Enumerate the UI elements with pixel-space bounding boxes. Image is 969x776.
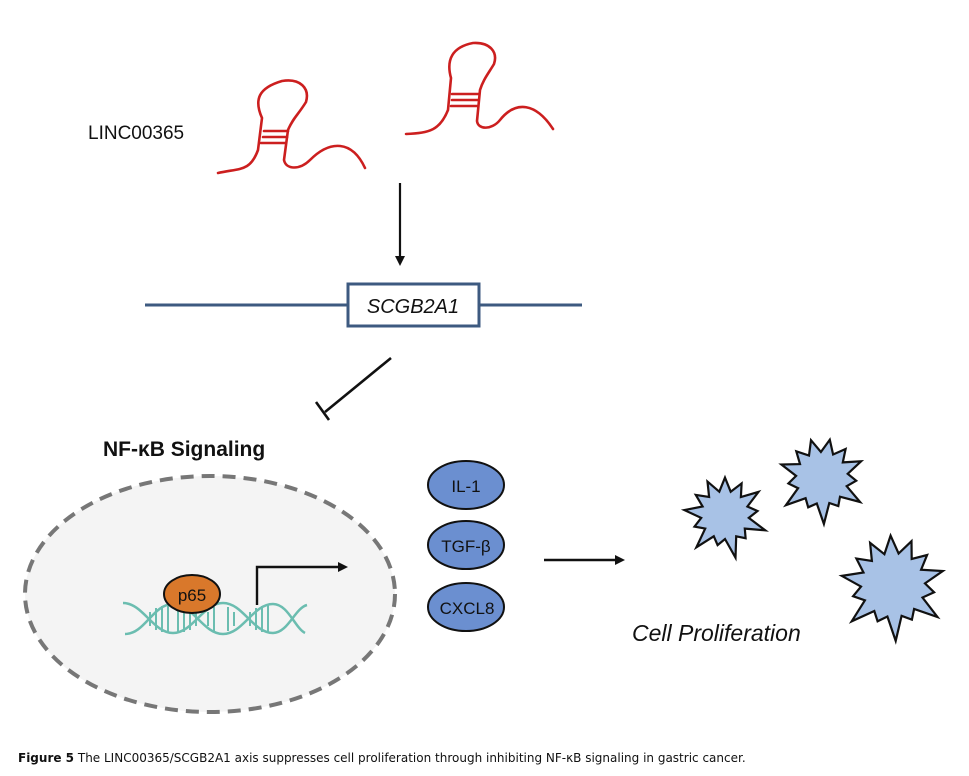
proliferating-cell-icon: [778, 437, 865, 528]
cytokine-tgfb: TGF-β: [427, 520, 505, 570]
p65-protein: [163, 574, 221, 614]
lncrna-label: LINC00365: [88, 123, 184, 144]
inhibition-icon: [314, 356, 392, 421]
figure-caption: Figure 5 The LINC00365/SCGB2A1 axis supp…: [18, 751, 746, 765]
gene-label: SCGB2A1: [367, 296, 459, 318]
outcome-label: Cell Proliferation: [632, 620, 801, 646]
rna-hairpin-icon: [404, 41, 555, 136]
proliferating-cell-icon: [680, 474, 770, 562]
cytokine-label: CXCL8: [440, 599, 495, 618]
cytokine-il1: IL-1: [427, 460, 505, 510]
dna-icon: [122, 601, 308, 636]
rna-hairpin-icon: [216, 79, 367, 175]
cytokine-label: TGF-β: [441, 537, 491, 556]
figure-number: Figure 5: [18, 751, 75, 765]
proliferating-cell-icon: [838, 532, 947, 645]
p65-label: p65: [178, 586, 206, 605]
transcription-arrow: [255, 562, 348, 605]
caption-text: The LINC00365/SCGB2A1 axis suppresses ce…: [77, 751, 746, 765]
gene-box: [346, 282, 481, 328]
cytokine-label: IL-1: [451, 477, 480, 496]
pathway-label: NF-κB Signaling: [103, 438, 265, 461]
cytokine-cxcl8: CXCL8: [427, 582, 505, 632]
